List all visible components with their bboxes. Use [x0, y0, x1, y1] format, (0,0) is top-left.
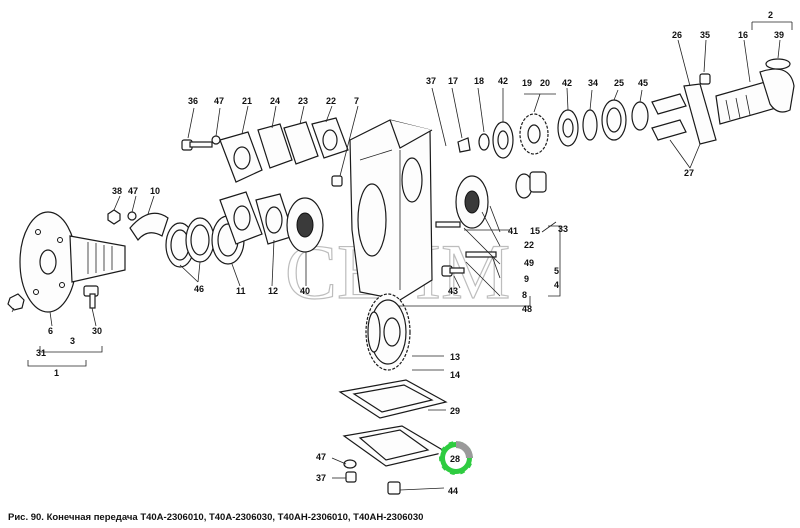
label-47-mid[interactable]: 47	[128, 186, 138, 196]
label-42-left[interactable]: 42	[498, 76, 508, 86]
label-11[interactable]: 11	[236, 286, 246, 296]
label-30[interactable]: 30	[92, 326, 102, 336]
bull-gear-13	[365, 293, 411, 371]
label-23[interactable]: 23	[298, 96, 308, 106]
label-33[interactable]: 33	[558, 224, 568, 234]
label-34[interactable]: 34	[588, 78, 598, 88]
cover-lower	[219, 191, 263, 245]
label-2[interactable]: 2	[768, 10, 773, 20]
ring-45	[631, 101, 649, 131]
washer-17	[457, 137, 471, 153]
label-44[interactable]: 44	[448, 486, 458, 496]
nut-38	[107, 209, 121, 225]
highlight-28-badge[interactable]: 28	[438, 440, 474, 476]
label-24[interactable]: 24	[270, 96, 280, 106]
label-48[interactable]: 48	[522, 304, 532, 314]
label-19[interactable]: 19	[522, 78, 532, 88]
bolt-36	[181, 139, 213, 151]
bolt-30	[83, 285, 99, 309]
ring-18	[478, 133, 490, 151]
seals-46	[165, 217, 215, 268]
label-47-bottom[interactable]: 47	[316, 452, 326, 462]
label-37-bottom[interactable]: 37	[316, 473, 326, 483]
cover-21	[219, 131, 263, 183]
cap-10	[129, 212, 169, 242]
washer-47c	[343, 459, 357, 469]
bearing-40	[286, 197, 324, 253]
cover-plate	[342, 425, 448, 467]
label-45[interactable]: 45	[638, 78, 648, 88]
label-15[interactable]: 15	[530, 226, 540, 236]
washer-47b	[211, 135, 221, 145]
label-1[interactable]: 1	[54, 368, 59, 378]
gasket-29	[338, 379, 448, 419]
label-39[interactable]: 39	[774, 30, 784, 40]
pin-33	[529, 171, 547, 193]
label-8[interactable]: 8	[522, 290, 527, 300]
washer-47a	[127, 211, 137, 221]
flange-shaft	[19, 211, 126, 313]
label-22-right[interactable]: 22	[524, 240, 534, 250]
plate-26	[683, 83, 717, 145]
locks-27	[651, 93, 687, 141]
label-36[interactable]: 36	[188, 96, 198, 106]
bearing-15	[455, 175, 489, 229]
label-14[interactable]: 14	[450, 370, 460, 380]
seal-25	[601, 99, 627, 141]
stud-22	[465, 251, 497, 258]
label-17[interactable]: 17	[448, 76, 458, 86]
label-43[interactable]: 43	[448, 286, 458, 296]
housing	[349, 119, 433, 301]
label-37-top[interactable]: 37	[426, 76, 436, 86]
stud-41	[435, 221, 461, 228]
label-35[interactable]: 35	[700, 30, 710, 40]
nut-39	[765, 58, 791, 70]
label-18[interactable]: 18	[474, 76, 484, 86]
label-26[interactable]: 26	[672, 30, 682, 40]
label-4[interactable]: 4	[554, 280, 559, 290]
label-28[interactable]: 28	[450, 454, 460, 464]
label-47-top[interactable]: 47	[214, 96, 224, 106]
label-12[interactable]: 12	[268, 286, 278, 296]
leader-lines	[11, 21, 793, 491]
label-22-top[interactable]: 22	[326, 96, 336, 106]
label-31[interactable]: 31	[36, 348, 46, 358]
bearing-42a	[492, 121, 514, 159]
label-13[interactable]: 13	[450, 352, 460, 362]
label-16[interactable]: 16	[738, 30, 748, 40]
label-3[interactable]: 3	[70, 336, 75, 346]
label-25[interactable]: 25	[614, 78, 624, 88]
label-27[interactable]: 27	[684, 168, 694, 178]
bolt-35	[699, 73, 711, 85]
gaskets-24-23	[257, 117, 349, 169]
bolt-7	[331, 175, 343, 187]
bolt-37b	[345, 471, 357, 483]
figure-caption: Рис. 90. Конечная передача Т40А-2306010,…	[8, 512, 424, 523]
label-38[interactable]: 38	[112, 186, 122, 196]
nut-31	[7, 293, 25, 311]
label-20[interactable]: 20	[540, 78, 550, 88]
label-41[interactable]: 41	[508, 226, 518, 236]
label-42-right[interactable]: 42	[562, 78, 572, 88]
label-49[interactable]: 49	[524, 258, 534, 268]
label-7[interactable]: 7	[354, 96, 359, 106]
label-21[interactable]: 21	[242, 96, 252, 106]
label-29[interactable]: 29	[450, 406, 460, 416]
label-9[interactable]: 9	[524, 274, 529, 284]
gear-20	[519, 113, 549, 155]
yoke-16	[715, 68, 795, 125]
label-6[interactable]: 6	[48, 326, 53, 336]
label-46[interactable]: 46	[194, 284, 204, 294]
ring-34	[582, 109, 598, 141]
part-labels: 36 47 21 24 23 22 7 37 17 18 42 19 20 42…	[36, 10, 784, 496]
bolt-44	[387, 481, 401, 495]
label-10[interactable]: 10	[150, 186, 160, 196]
label-5[interactable]: 5	[554, 266, 559, 276]
label-40[interactable]: 40	[300, 286, 310, 296]
bearing-42b	[557, 109, 579, 147]
bolt-43	[441, 265, 465, 277]
